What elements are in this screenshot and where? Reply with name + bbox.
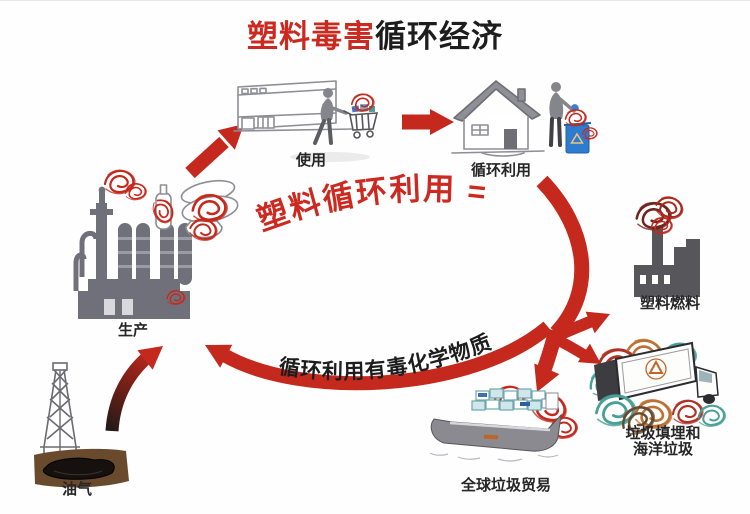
recycling-bin-icon (563, 104, 598, 154)
use-label: 使用 (295, 152, 327, 169)
arrow-use-to-recycling (402, 109, 454, 135)
cargo-ship-icon (429, 385, 579, 462)
oil-pool (42, 457, 115, 480)
shopper-figure-icon (313, 88, 348, 145)
arrow-recycling-downward-arc (536, 175, 590, 339)
landfill-label-line2: 海洋垃圾 (632, 441, 694, 458)
arrow-toxics-back-to-production (198, 321, 553, 391)
title-accent: 塑料毒害 (247, 19, 375, 54)
ground-shadow (290, 152, 370, 162)
equation-text: 塑料循环利用 = (253, 171, 490, 237)
resident-figure-icon (549, 82, 576, 147)
factory-door (104, 299, 115, 315)
plastic-fuel-label: 塑料燃料 (639, 295, 701, 312)
factory-door (122, 299, 133, 315)
oil-highlight (53, 470, 103, 476)
waste-trade-label: 全球垃圾贸易 (460, 477, 552, 494)
ship-bridge (545, 392, 559, 410)
recycle-symbol-icon (645, 358, 667, 380)
shopping-cart-icon (343, 93, 379, 139)
arrow-split-to-ship (524, 328, 564, 398)
arrow-oil-to-production (105, 336, 171, 432)
arrow-production-to-use (185, 114, 253, 179)
water-lines (429, 452, 559, 462)
store-icon (233, 80, 379, 162)
cycle-arrows (105, 109, 615, 432)
truck-cab (695, 365, 719, 404)
landfill-label: 垃圾填埋和 海洋垃圾 (625, 426, 700, 458)
deck-stripe (449, 421, 551, 432)
container-stack (471, 388, 556, 411)
ship-hull (430, 413, 562, 452)
production-label: 生产 (117, 322, 149, 339)
plastic-products-icon (149, 179, 239, 245)
page-title: 塑料毒害循环经济 (0, 11, 750, 56)
refinery-icon (73, 169, 239, 319)
title-rest: 循环经济 (375, 19, 503, 54)
oil-gas-label: 油气 (61, 481, 93, 498)
landfill-label-line1: 垃圾填埋和 (625, 425, 701, 442)
garbage-truck-icon (585, 333, 727, 439)
container-border (621, 348, 692, 394)
fuel-plant-icon (634, 192, 700, 297)
house-recycling-icon (451, 80, 598, 157)
oil-derrick-icon (34, 362, 129, 488)
hull-logo (483, 434, 499, 440)
truck-container (614, 341, 698, 401)
recycling-label: 循环利用 (470, 162, 532, 179)
